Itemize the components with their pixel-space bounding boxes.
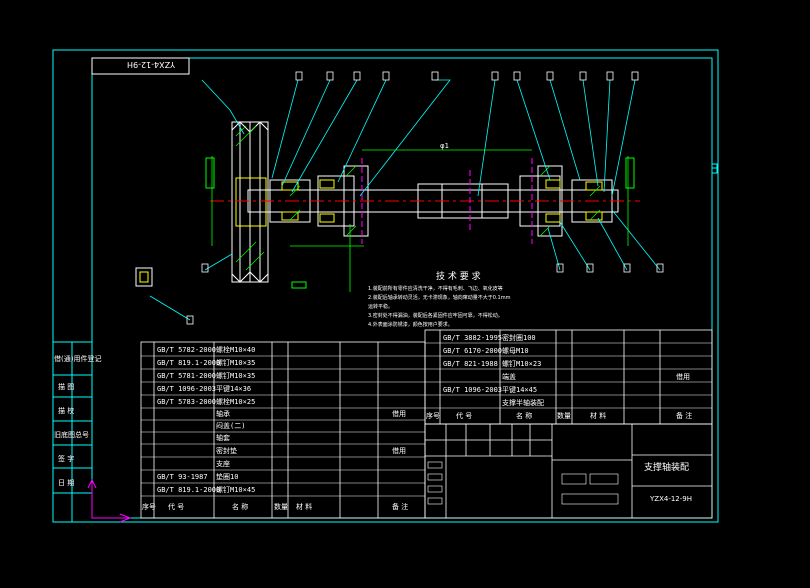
bom-header: 备 注 bbox=[676, 411, 692, 420]
pulley bbox=[231, 121, 269, 283]
tech-req-title: 技 术 要 求 bbox=[436, 270, 481, 282]
leader-lines bbox=[149, 79, 661, 321]
left-strip: 借(通)用件登记 描 图 描 校 旧底图总号 签 字 日 期 bbox=[54, 354, 101, 487]
bom-name: 端盖 bbox=[502, 372, 516, 381]
dimension-lines bbox=[211, 149, 629, 292]
drawing-number: YZX4-12-9H bbox=[649, 495, 692, 503]
side-markers bbox=[205, 157, 635, 289]
bom-name: 轴套 bbox=[216, 433, 230, 442]
title-block-small-cells bbox=[427, 461, 619, 505]
bom-code: GB/T 5782-2000 bbox=[157, 346, 216, 354]
bom-name: 密封垫 bbox=[216, 446, 237, 455]
bom-name: 螺栓M10×25 bbox=[216, 397, 255, 406]
drawing-number-box: YZX4-12-9H bbox=[91, 57, 190, 75]
bom-header: 代 号 bbox=[168, 502, 184, 511]
bom-note: 借用 bbox=[676, 372, 690, 381]
bom-right-text: GB/T 3882-1995 密封圈100 GB/T 6170-2000 螺母M… bbox=[426, 333, 692, 420]
pulley-hatch bbox=[235, 125, 265, 271]
bom-name: 螺钉M10×35 bbox=[216, 358, 255, 367]
bom-code: GB/T 5783-2000 bbox=[157, 398, 216, 406]
bom-code: GB/T 819.1-2000 bbox=[157, 486, 220, 494]
bom-left-rows bbox=[141, 355, 425, 497]
bom-header: 材 料 bbox=[590, 411, 606, 420]
bom-name: 闷盖(二) bbox=[216, 421, 245, 430]
left-strip-label: 日 期 bbox=[58, 479, 74, 487]
bom-name: 螺钉M10×45 bbox=[216, 485, 255, 494]
left-strip-label: 借(通)用件登记 bbox=[54, 354, 101, 363]
left-strip-label: 描 校 bbox=[58, 406, 74, 415]
pulley-hub bbox=[235, 177, 267, 227]
technical-requirements: 技 术 要 求 1.装配前所有零件应清洗干净，不得有毛刺、飞边、氧化皮等 2.装… bbox=[368, 270, 511, 328]
bom-left-text: GB/T 5782-2000 螺栓M10×40 GB/T 819.1-2000 … bbox=[142, 345, 408, 511]
bom-header: 代 号 bbox=[456, 411, 472, 420]
tech-req-line: 2.装配后轴承转动灵活，无卡滞现象，轴向窜动量不大于0.1mm bbox=[368, 294, 511, 301]
bom-code: GB/T 6170-2000 bbox=[443, 347, 502, 355]
balloons bbox=[186, 71, 664, 325]
detail-part bbox=[135, 267, 153, 287]
drawing-number-top: YZX4-12-9H bbox=[127, 60, 176, 69]
bom-header: 数量 bbox=[557, 411, 571, 420]
tech-req-line: 4.外表面涂防锈漆，颜色按用户要求。 bbox=[368, 321, 453, 328]
bom-header: 名 称 bbox=[232, 502, 248, 511]
bom-name: 螺钉M10×23 bbox=[502, 359, 541, 368]
bom-code: GB/T 821-1988 bbox=[443, 360, 498, 368]
title-block bbox=[424, 423, 713, 519]
bom-note: 借用 bbox=[392, 446, 406, 455]
bom-code: GB/T 1096-2003 bbox=[443, 386, 502, 394]
ucs-icon bbox=[87, 478, 132, 523]
bom-header: 名 称 bbox=[516, 411, 532, 420]
tech-req-line: 3.密封处不得漏油，装配后各紧固件应牢固可靠，不得松动。 bbox=[368, 312, 503, 319]
drawing-title: 支撑轴装配 bbox=[644, 461, 689, 473]
bom-name: 轴承 bbox=[216, 409, 230, 418]
bom-name: 平键14×36 bbox=[216, 384, 251, 393]
bom-name: 密封圈100 bbox=[502, 333, 536, 342]
bom-name: 平键14×45 bbox=[502, 385, 537, 394]
bom-name: 垫圈10 bbox=[216, 472, 238, 481]
bom-name: 支座 bbox=[216, 459, 230, 468]
bom-code: GB/T 819.1-2000 bbox=[157, 359, 220, 367]
tech-req-line: 运转平稳。 bbox=[368, 303, 393, 310]
bom-header: 序号 bbox=[426, 411, 440, 420]
bom-code: GB/T 3882-1995 bbox=[443, 334, 502, 342]
dimension-text: φ1 bbox=[440, 142, 449, 150]
bom-name: 支撑半轴装配 bbox=[502, 398, 544, 407]
tech-req-line: 1.装配前所有零件应清洗干净，不得有毛刺、飞边、氧化皮等 bbox=[368, 285, 503, 292]
bom-note: 借用 bbox=[392, 409, 406, 418]
bom-name: 螺栓M10×40 bbox=[216, 345, 255, 354]
bom-header: 备 注 bbox=[392, 502, 408, 511]
shaft-assembly: φ1 bbox=[135, 71, 664, 325]
bom-header: 材 料 bbox=[296, 502, 312, 511]
bom-name: 螺钉M10×35 bbox=[216, 371, 255, 380]
left-strip-label: 旧底图总号 bbox=[54, 430, 89, 439]
left-strip-label: 签 字 bbox=[58, 454, 74, 463]
bom-right-rows bbox=[425, 342, 712, 409]
bom-code: GB/T 5781-2000 bbox=[157, 372, 216, 380]
bom-header: 数量 bbox=[274, 502, 288, 511]
bom-header: 序号 bbox=[142, 502, 156, 511]
bom-name: 螺母M10 bbox=[502, 346, 529, 355]
left-strip-label: 描 图 bbox=[58, 382, 74, 391]
bom-right-table bbox=[424, 329, 713, 425]
bom-code: GB/T 1096-2003 bbox=[157, 385, 216, 393]
housing-hatch bbox=[289, 165, 601, 237]
bom-code: GB/T 93-1987 bbox=[157, 473, 208, 481]
